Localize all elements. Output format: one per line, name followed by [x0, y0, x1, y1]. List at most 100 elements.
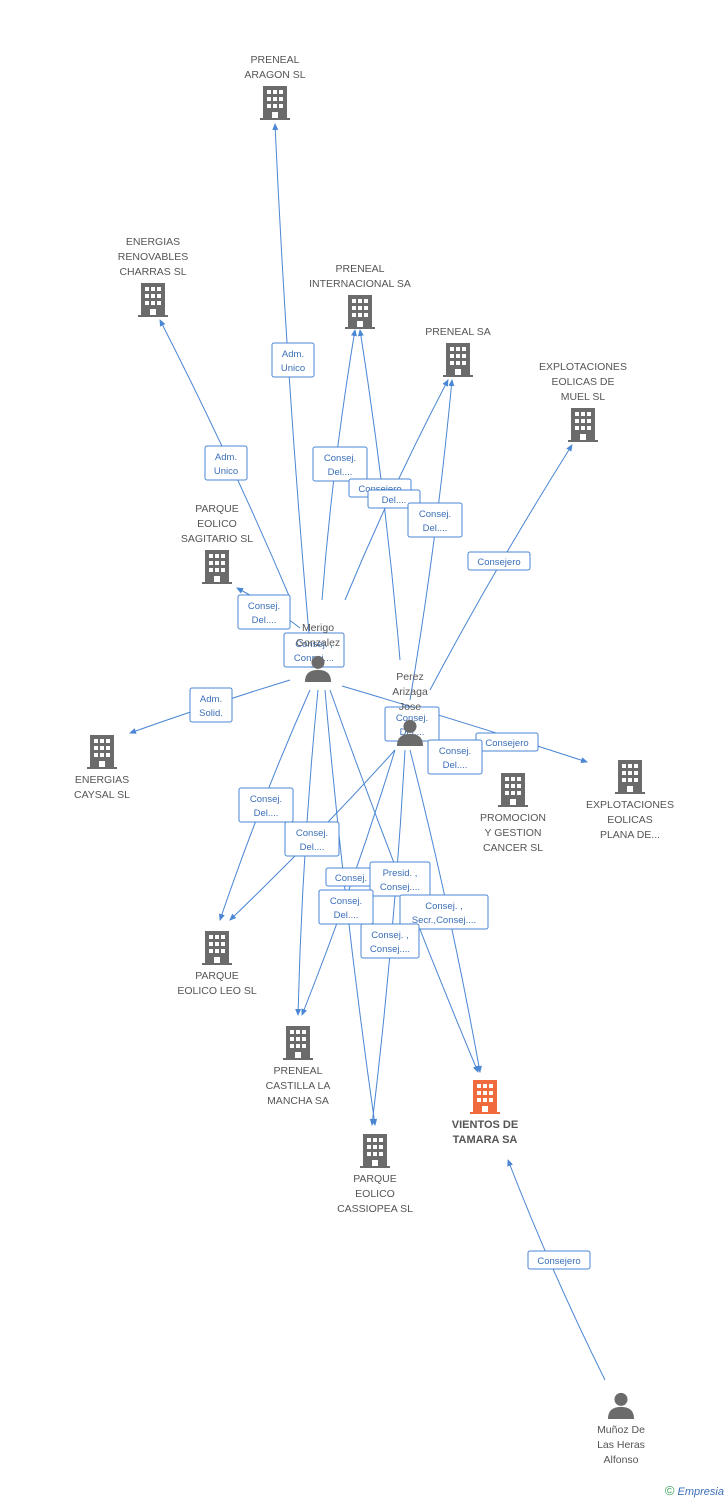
edge-label-text: Consej. , — [371, 930, 409, 941]
copyright-icon: © — [664, 1483, 675, 1498]
edge-label[interactable]: Consej.Del.... — [284, 821, 340, 857]
node-label: EOLICAS — [607, 814, 653, 826]
edge-line — [507, 1159, 606, 1381]
edge-label-text: Consej. — [330, 896, 362, 907]
node-label: ENERGIAS — [126, 236, 180, 248]
node-label: TAMARA SA — [453, 1134, 518, 1146]
edge-label[interactable]: Adm.Solid. — [189, 687, 233, 723]
building-icon — [470, 1080, 500, 1114]
building-icon — [202, 550, 232, 584]
node-label: Alfonso — [603, 1454, 638, 1466]
edge-label[interactable]: Consej.Del.... — [312, 446, 368, 482]
building-icon — [615, 760, 645, 794]
edge-label-text: Del.... — [382, 495, 407, 506]
edge-label[interactable]: Presid. , Consej.... — [369, 861, 431, 897]
edge-label-text: Unico — [214, 466, 238, 477]
edge-label-text: Solid. — [199, 708, 223, 719]
node-label: CAYSAL SL — [74, 789, 130, 801]
node-label: MANCHA SA — [267, 1095, 329, 1107]
node-label: PROMOCION — [480, 812, 546, 824]
node-label: Merigo — [302, 622, 334, 634]
edge-label[interactable]: Consej. Del.... — [407, 502, 463, 538]
node-label: ENERGIAS — [75, 774, 129, 786]
node-label: SAGITARIO SL — [181, 533, 253, 545]
building-icon — [202, 931, 232, 965]
edge-label-text: Adm. — [215, 452, 237, 463]
edge-label-text: Consej. — [439, 746, 471, 757]
edge-label-box — [189, 687, 233, 723]
building-icon — [360, 1134, 390, 1168]
node-energias-caysal[interactable]: ENERGIAS CAYSAL SL — [74, 735, 130, 801]
edge-label-text: Consej.... — [380, 882, 420, 893]
building-icon — [345, 295, 375, 329]
edge-label-text: Consej. — [396, 713, 428, 724]
node-label: PRENEAL — [273, 1065, 322, 1077]
node-label: PARQUE — [195, 970, 239, 982]
node-label: PRENEAL — [335, 263, 384, 275]
edge-label-text: Del.... — [252, 615, 277, 626]
edge-label-box — [407, 502, 463, 538]
edge-label-text: Consej. — [419, 509, 451, 520]
node-label: EOLICO — [197, 518, 237, 530]
node-label: Perez — [396, 671, 423, 683]
node-label: CANCER SL — [483, 842, 543, 854]
edge-label[interactable]: Consej. ,Consej.... — [360, 923, 420, 959]
node-parque-sagitario[interactable]: PARQUE EOLICO SAGITARIO SL — [181, 503, 253, 584]
building-icon — [87, 735, 117, 769]
node-label: PARQUE — [195, 503, 239, 515]
edge-label[interactable]: Consej.Del.... — [427, 739, 483, 775]
node-label: RENOVABLES — [118, 251, 188, 263]
edge-label[interactable]: Consej. Del.... — [318, 889, 374, 925]
node-label: EXPLOTACIONES — [586, 799, 674, 811]
edge-label[interactable]: Consej. ,Secr.,Consej.... — [399, 894, 489, 930]
edge-label-text: Del.... — [254, 808, 279, 819]
building-icon — [443, 343, 473, 377]
edge-label[interactable]: Adm. Unico — [204, 445, 248, 481]
building-icon — [498, 773, 528, 807]
edge-label[interactable]: Consejero — [467, 551, 531, 571]
edge-label[interactable]: Consej. Del.... — [237, 594, 291, 630]
edge-label[interactable]: Consej. — [325, 867, 377, 887]
edge-label[interactable]: Del.... — [367, 489, 421, 509]
edge-label-text: Consej. — [248, 601, 280, 612]
edge-line — [272, 123, 313, 669]
edge-label-text: Consej. — [296, 828, 328, 839]
edge-label-box — [527, 1250, 591, 1270]
edge-label-box — [367, 489, 421, 509]
edge-label-text: Del.... — [423, 523, 448, 534]
edge-label-text: Presid. , — [383, 868, 418, 879]
edge-label[interactable]: Consejero — [475, 732, 539, 752]
edge-label-box — [399, 894, 489, 930]
edge-label-text: Del.... — [334, 910, 359, 921]
node-label: EOLICO — [355, 1188, 395, 1200]
node-label: Arizaga — [392, 686, 428, 698]
edge-label-box — [312, 446, 368, 482]
building-icon — [138, 283, 168, 317]
edge-line — [341, 685, 588, 763]
edge-label-text: Consej. — [324, 453, 356, 464]
building-icon — [260, 86, 290, 120]
edge-label-text: Consej. — [250, 794, 282, 805]
edge-label[interactable]: Consejero — [527, 1250, 591, 1270]
edge-label-box — [204, 445, 248, 481]
building-icon — [568, 408, 598, 442]
node-preneal-sa[interactable]: PRENEAL SA — [425, 326, 491, 377]
edge-label-text: Secr.,Consej.... — [412, 915, 476, 926]
edge-label[interactable]: Adm.Unico — [271, 342, 315, 378]
edge-label[interactable]: Consej. Del.... — [238, 787, 294, 823]
